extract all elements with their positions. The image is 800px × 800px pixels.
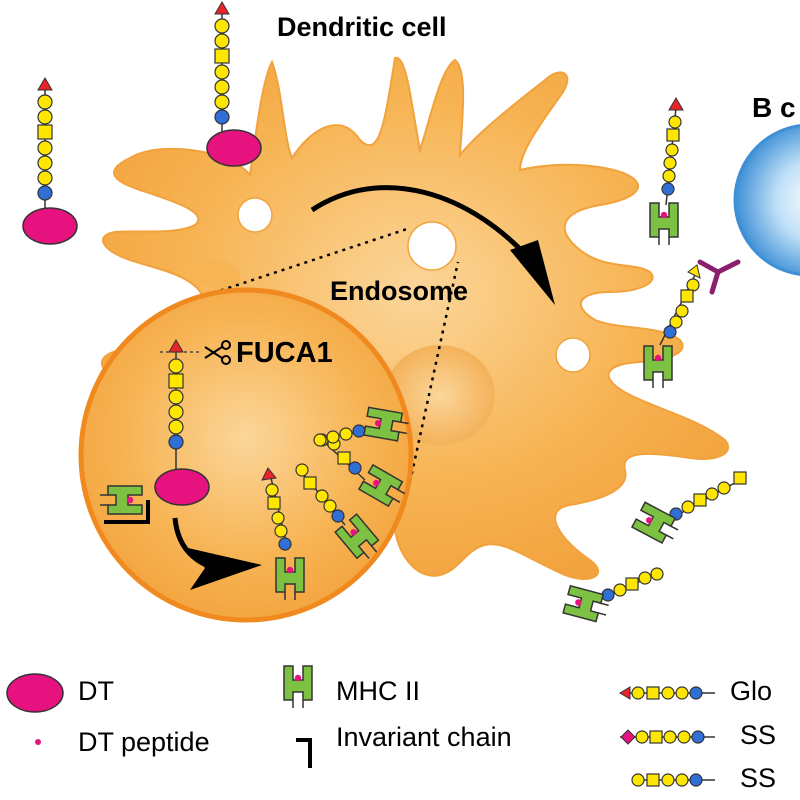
antibody-icon [697, 259, 741, 295]
trafficking-arrow [310, 185, 555, 305]
nucleus [385, 345, 495, 445]
legend-dt-icon [6, 673, 64, 713]
zoom-mhc-1 [261, 467, 305, 601]
legend-glycan-1-icon [619, 686, 715, 700]
endosome-vesicle [555, 337, 591, 373]
dendritic-cell-body [100, 56, 729, 580]
zoom-mhc-4 [313, 406, 411, 447]
dt-glycan-free-1 [22, 77, 78, 245]
endosome-vesicle [237, 197, 273, 233]
legend-glycan-3-label: SS [740, 763, 777, 793]
legend-glycan-2-icon [620, 729, 715, 745]
legend-dt-peptide-label: DT peptide [78, 727, 210, 757]
dt-glycan-zoom [154, 339, 210, 506]
legend-glycan-2-label: SS [740, 720, 777, 750]
surface-mhc-2 [643, 264, 701, 389]
fuca1-label: FUCA1 [236, 337, 333, 369]
scissors-icon [204, 340, 231, 365]
b-cell-label: B c [752, 92, 796, 123]
legend-glycan-3-icon [631, 773, 715, 787]
dendritic-cell-label: Dendritic cell [277, 12, 447, 42]
endosome-vesicle [407, 221, 457, 271]
zoom-mhc-2 [295, 463, 385, 566]
legend-dt-peptide-icon [35, 739, 41, 745]
surface-mhc-1 [649, 97, 684, 246]
legend-invariant-chain-icon [296, 738, 312, 768]
surface-mhc-4 [562, 567, 664, 625]
surface-mhc-3 [631, 471, 747, 548]
b-cell [733, 124, 800, 276]
dt-protein-icon [22, 207, 78, 245]
legend-dt-label: DT [78, 676, 114, 706]
processing-arrow [172, 517, 262, 590]
legend-mhc-label: MHC II [336, 676, 420, 706]
endosome-zoom-circle [78, 287, 414, 623]
legend-invariant-chain-label: Invariant chain [336, 722, 512, 752]
mhc-with-invariant-chain [99, 485, 150, 524]
endosome-label: Endosome [330, 276, 469, 306]
legend-glycan-1-label: Glo [730, 676, 773, 706]
zoom-lines [197, 226, 460, 483]
dt-protein-icon [206, 129, 262, 167]
dt-protein-icon [154, 468, 210, 506]
legend-mhc-icon [283, 665, 313, 709]
dt-glycan-free-2 [206, 1, 262, 167]
